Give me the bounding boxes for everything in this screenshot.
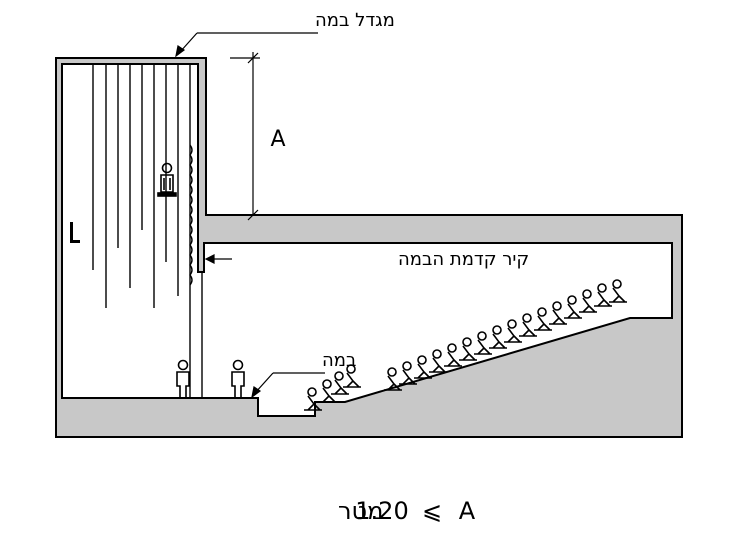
fly-lines (92, 64, 191, 398)
stage-tower-leader (175, 32, 318, 58)
stage-tower-label: מגדל במה (315, 10, 395, 31)
caption-variable: A (459, 497, 476, 525)
stage-leader (251, 372, 325, 399)
caption: מטר 1.20 ⩽ A (338, 497, 476, 525)
stage-figure-icon (176, 359, 190, 399)
dimension-line-a (230, 52, 260, 221)
proscenium-wall-label: קיר קדמת הבמה (398, 249, 529, 270)
stage-label: במה (322, 350, 356, 371)
building-section (55, 57, 683, 438)
audience-rake (384, 279, 627, 391)
stage-figure-icon (231, 359, 245, 399)
fly-gallery-person-icon (157, 162, 177, 197)
caption-relation: ⩽ (422, 497, 442, 525)
caption-unit: מטר (338, 497, 383, 525)
caption-value: 1.20 (355, 497, 408, 525)
audience-front (304, 364, 361, 411)
wall-bracket (62, 222, 80, 243)
dimension-label-a: A (270, 127, 285, 152)
proscenium-leader (204, 254, 232, 264)
counterweight-rail (189, 64, 203, 398)
